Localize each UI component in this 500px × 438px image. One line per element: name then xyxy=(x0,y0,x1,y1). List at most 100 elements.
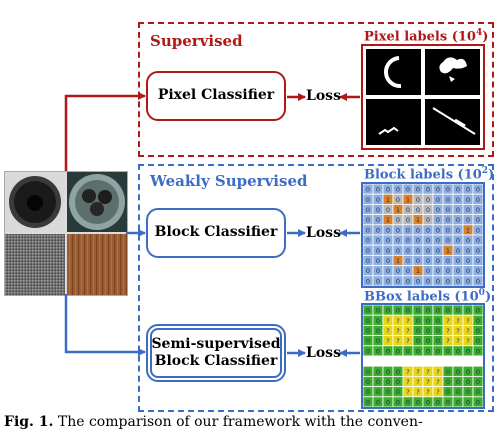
block-cell-value: 0 xyxy=(476,237,480,245)
bbox-cell xyxy=(362,355,374,367)
block-cell-value: 0 xyxy=(396,267,400,275)
bbox-cell-value: 0 xyxy=(476,337,480,345)
block-cell-value: 0 xyxy=(406,237,410,245)
bbox-cell-value: 0 xyxy=(366,327,370,335)
bbox-cell xyxy=(372,355,384,367)
bbox-cell-value: 0 xyxy=(466,398,470,406)
block-cell-value: 0 xyxy=(436,247,440,255)
caption-text: The comparison of our framework with the… xyxy=(57,414,423,430)
bbox-cell-value: 0 xyxy=(366,368,370,376)
block-cell-value: 0 xyxy=(386,226,390,234)
block-cell-value: 0 xyxy=(426,186,430,194)
bbox-cell-value: 0 xyxy=(396,368,400,376)
bbox-cell-value: 0 xyxy=(386,378,390,386)
bbox-cell-value: 0 xyxy=(406,347,410,355)
block-cell-value: 0 xyxy=(466,267,470,275)
block-cell-value: 0 xyxy=(386,277,390,285)
bbox-cell-value: ? xyxy=(426,368,429,376)
block-cell-value: 0 xyxy=(436,226,440,234)
weakly-supervised-region xyxy=(138,164,494,412)
block-cell-value: 0 xyxy=(426,226,430,234)
block-cell-value: 0 xyxy=(396,216,400,224)
bbox-cell-value: ? xyxy=(406,388,409,396)
block-cell-value: 0 xyxy=(416,226,420,234)
bbox-cell xyxy=(442,355,454,367)
bbox-cell-value: 0 xyxy=(426,317,430,325)
block-cell-value: 0 xyxy=(406,186,410,194)
block-cell-value: 0 xyxy=(376,257,380,265)
bbox-cell-value: 0 xyxy=(476,307,480,315)
bbox-cell-value: 0 xyxy=(366,398,370,406)
bbox-cell-value: ? xyxy=(436,378,439,386)
bbox-cell-value: 0 xyxy=(386,307,390,315)
block-cell-value: 1 xyxy=(446,247,450,255)
bbox-cell-value: 0 xyxy=(416,307,420,315)
bbox-cell-value: ? xyxy=(386,317,389,325)
bbox-cell-value: ? xyxy=(446,317,449,325)
block-cell-value: 0 xyxy=(426,247,430,255)
bbox-cell-value: 0 xyxy=(476,317,480,325)
block-cell-value: 0 xyxy=(376,237,380,245)
block-cell-value: 0 xyxy=(476,216,480,224)
block-cell-value: 0 xyxy=(436,216,440,224)
bbox-cell-value: 0 xyxy=(376,337,380,345)
block-cell-value: 0 xyxy=(426,267,430,275)
pixel-labels-title: Pixel labels (104) xyxy=(364,28,489,45)
block-cell-value: 0 xyxy=(436,196,440,204)
bbox-cell-value: 0 xyxy=(476,378,480,386)
block-cell-value: 0 xyxy=(406,226,410,234)
block-cell-value: 0 xyxy=(476,196,480,204)
bbox-cell-value: 0 xyxy=(406,398,410,406)
caption-prefix: Fig. 1. xyxy=(4,414,54,430)
bbox-cell-value: ? xyxy=(396,327,399,335)
bbox-cell-value: ? xyxy=(406,317,409,325)
block-cell-value: 0 xyxy=(416,206,420,214)
bbox-cell-value: 0 xyxy=(366,347,370,355)
block-cell-value: 0 xyxy=(476,257,480,265)
bbox-cell-value: ? xyxy=(416,368,419,376)
bbox-cell-value: 0 xyxy=(376,368,380,376)
bbox-cell-value: 0 xyxy=(456,307,460,315)
block-cell-value: 0 xyxy=(366,267,370,275)
block-cell-value: 0 xyxy=(466,257,470,265)
block-cell-value: 1 xyxy=(416,216,420,224)
bbox-cell-value: 0 xyxy=(466,347,470,355)
bbox-cell-value: ? xyxy=(456,327,459,335)
bbox-cell-value: 0 xyxy=(376,347,380,355)
bbox-cell-value: 0 xyxy=(386,398,390,406)
block-cell-value: 0 xyxy=(396,196,400,204)
semi-classifier-line2: Block Classifier xyxy=(154,353,278,369)
block-cell-value: 0 xyxy=(376,196,380,204)
block-cell-value: 0 xyxy=(456,216,460,224)
block-cell-value: 0 xyxy=(456,206,460,214)
pixel-labels-image xyxy=(363,46,483,148)
bbox-cell-value: ? xyxy=(406,378,409,386)
block-cell-value: 0 xyxy=(386,237,390,245)
block-cell-value: 0 xyxy=(466,247,470,255)
bbox-cell-value: ? xyxy=(396,337,399,345)
block-cell-value: 0 xyxy=(426,206,430,214)
figure-caption: Fig. 1. The comparison of our framework … xyxy=(4,414,423,430)
block-cell-value: 0 xyxy=(366,186,370,194)
bbox-cell-value: 0 xyxy=(466,307,470,315)
block-cell-value: 0 xyxy=(416,186,420,194)
block-classifier: Block Classifier xyxy=(146,208,286,258)
block-cell-value: 0 xyxy=(366,237,370,245)
block-cell-value: 0 xyxy=(406,277,410,285)
block-cell-value: 0 xyxy=(456,247,460,255)
bbox-cell-value: 0 xyxy=(476,388,480,396)
bbox-cell-value: 0 xyxy=(416,317,420,325)
block-cell-value: 0 xyxy=(466,186,470,194)
bbox-cell-value: 0 xyxy=(386,388,390,396)
block-cell-value: 0 xyxy=(396,277,400,285)
block-cell-value: 0 xyxy=(366,226,370,234)
bbox-cell-value: 0 xyxy=(456,378,460,386)
bbox-cell-value: 0 xyxy=(446,388,450,396)
block-cell-value: 0 xyxy=(376,226,380,234)
bbox-cell xyxy=(382,355,394,367)
bbox-cell-value: 0 xyxy=(426,337,430,345)
pixel-classifier: Pixel Classifier xyxy=(146,71,286,121)
bbox-cell-value: 0 xyxy=(466,378,470,386)
